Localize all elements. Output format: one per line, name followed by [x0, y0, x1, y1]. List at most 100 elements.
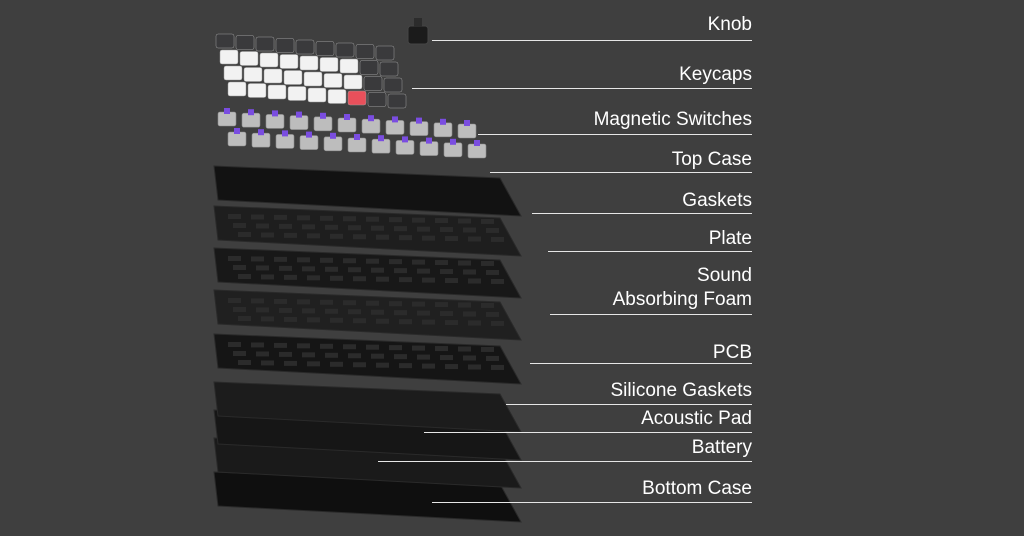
keycap — [267, 84, 287, 100]
keycap — [283, 70, 303, 85]
sound-absorbing-foam-layer-hole — [463, 311, 476, 317]
keycap — [227, 81, 247, 97]
keycap — [287, 86, 307, 101]
switch-housing — [241, 112, 261, 128]
label-knob: Knob — [707, 14, 752, 35]
gaskets-layer-hole — [463, 227, 476, 233]
switch-housing — [433, 122, 453, 138]
plate-layer-hole — [371, 267, 384, 273]
switch-housing — [395, 140, 415, 155]
plate-layer-hole — [261, 274, 274, 280]
switch-housing — [227, 131, 247, 147]
plate-layer-hole — [458, 260, 471, 266]
plate-layer-hole — [330, 275, 343, 281]
keycap — [303, 71, 323, 87]
keycap — [279, 54, 299, 69]
gaskets-layer-hole — [458, 218, 471, 224]
sound-absorbing-foam-layer-hole — [228, 298, 241, 303]
plate-layer-hole — [343, 258, 356, 264]
switch-stem — [450, 138, 456, 145]
sound-absorbing-foam-layer-hole — [256, 307, 269, 313]
gaskets-layer-hole — [440, 227, 453, 233]
switch-stem — [474, 140, 480, 146]
keycap — [375, 45, 395, 61]
plate-layer-hole — [233, 265, 246, 270]
switch-stem — [248, 109, 254, 116]
switch-housing — [457, 123, 477, 139]
pcb-layer-hole — [233, 351, 246, 356]
label-keycaps: Keycaps — [679, 64, 752, 85]
sound-absorbing-foam-layer-hole — [343, 300, 356, 306]
pcb-layer-hole — [481, 346, 494, 352]
pcb-layer-hole — [330, 361, 343, 367]
gaskets-layer-hole — [468, 236, 481, 242]
switch-stem — [306, 131, 312, 138]
switch-stem — [272, 110, 278, 117]
switch-stem — [330, 132, 336, 139]
magnetic-switch-row — [217, 108, 487, 159]
gaskets-layer-hole — [422, 235, 435, 241]
switch-stem — [464, 120, 470, 126]
leader-line-top-case — [490, 172, 752, 173]
gaskets-layer-hole — [353, 234, 366, 240]
plate-layer-hole — [302, 266, 315, 272]
switch-housing — [275, 134, 295, 149]
sound-absorbing-foam-layer-hole — [261, 316, 274, 322]
pcb-layer-hole — [284, 360, 297, 366]
gaskets-layer-hole — [389, 217, 402, 223]
plate-layer-hole — [297, 257, 310, 263]
switch-housing — [409, 121, 429, 136]
keycap — [307, 87, 327, 103]
pcb-layer-hole — [486, 355, 499, 361]
leader-line-acoustic-pad — [424, 432, 752, 433]
label-sound: Sound — [697, 265, 752, 286]
keycap — [247, 83, 267, 98]
plate-layer-hole — [435, 260, 448, 266]
pcb-layer-hole — [440, 355, 453, 361]
plate-layer-hole — [481, 260, 494, 266]
pcb-layer-hole — [228, 342, 241, 347]
gaskets-layer-hole — [486, 227, 499, 233]
gaskets-layer-hole — [251, 214, 264, 220]
label-pcb: PCB — [712, 342, 752, 363]
plate-layer-hole — [238, 274, 251, 279]
gaskets-layer-hole — [284, 232, 297, 238]
gaskets-layer-hole — [417, 226, 430, 232]
sound-absorbing-foam-layer-hole — [486, 311, 499, 317]
plate-layer-hole — [366, 258, 379, 264]
sound-absorbing-foam-layer-hole — [284, 316, 297, 322]
gaskets-layer-hole — [307, 233, 320, 239]
plate-layer-hole — [491, 278, 504, 284]
keycap — [383, 77, 403, 93]
plate-layer-hole — [307, 275, 320, 281]
pcb-layer-hole — [307, 361, 320, 367]
gaskets-layer-hole — [228, 214, 241, 219]
pcb-layer-hole — [435, 346, 448, 352]
sound-absorbing-foam-layer-hole — [320, 299, 333, 305]
pcb-layer-hole — [353, 362, 366, 368]
gaskets-layer-hole — [491, 236, 504, 242]
pcb-layer-hole — [468, 364, 481, 370]
switch-stem — [320, 112, 326, 119]
label-gaskets: Gaskets — [682, 190, 752, 211]
plate-layer-hole — [440, 269, 453, 275]
sound-absorbing-foam-layer-hole — [481, 302, 494, 308]
pcb-layer-hole — [343, 344, 356, 350]
keycap — [387, 93, 407, 109]
keycap — [275, 38, 295, 53]
keycap — [335, 42, 355, 58]
pcb-layer-hole — [371, 353, 384, 359]
plate-layer-hole — [274, 256, 287, 262]
keycap — [347, 90, 367, 106]
keycap — [239, 51, 259, 66]
switch-stem — [258, 129, 264, 136]
sound-absorbing-foam-layer-hole — [376, 318, 389, 324]
switch-stem — [392, 116, 398, 123]
switch-stem — [344, 114, 350, 120]
sound-absorbing-foam-layer-hole — [233, 307, 246, 312]
sound-absorbing-foam-layer-hole — [389, 301, 402, 307]
sound-absorbing-foam-layer-hole — [399, 319, 412, 325]
plate-layer-hole — [256, 265, 269, 271]
plate-layer-hole — [348, 267, 361, 273]
gaskets-layer-hole — [320, 215, 333, 221]
